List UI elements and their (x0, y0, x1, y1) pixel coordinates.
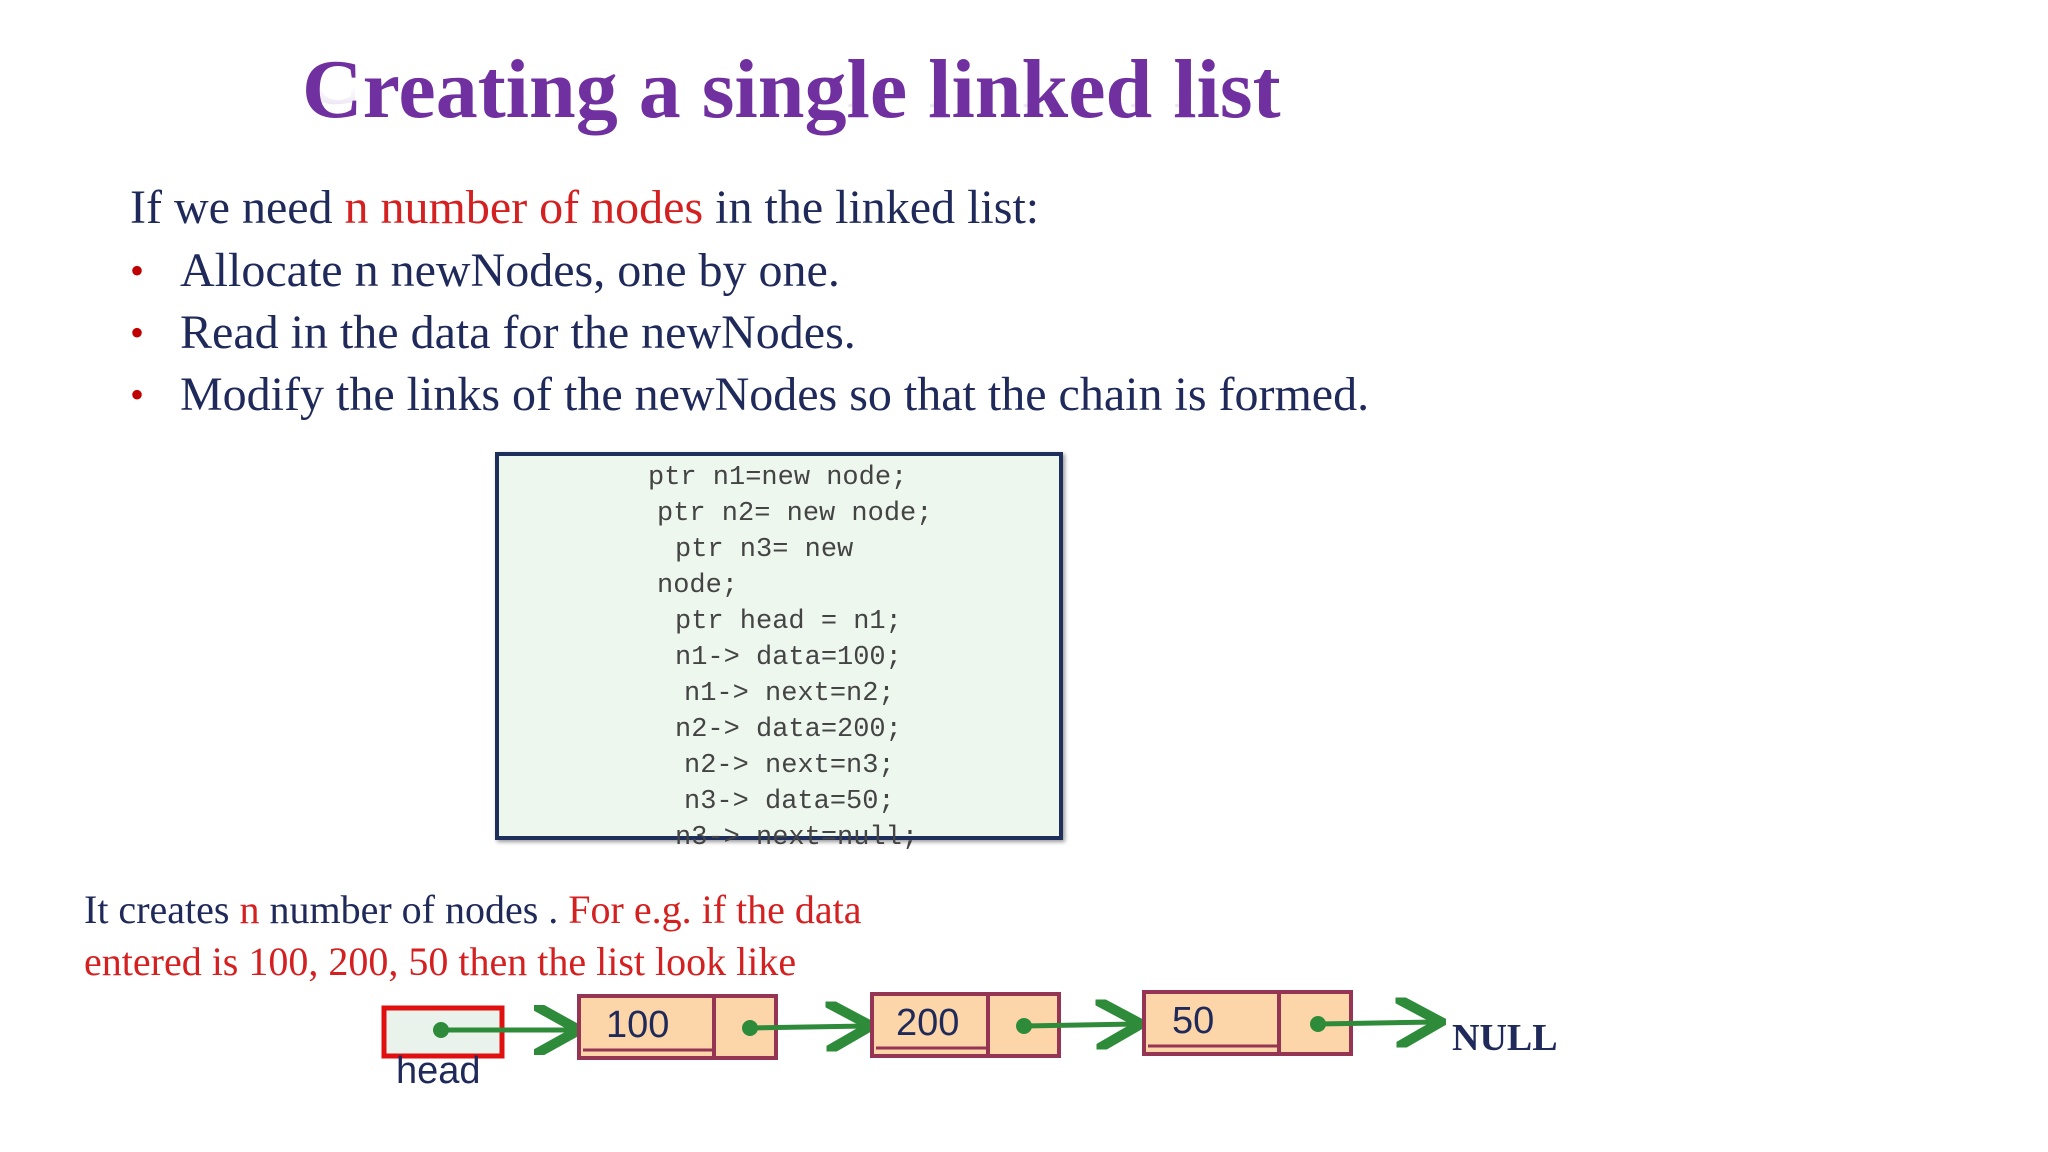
bullet-dot-icon: • (130, 248, 145, 293)
next-arrow (1023, 1024, 1136, 1026)
next-arrow (749, 1026, 866, 1028)
intro-prefix: If we need (130, 181, 345, 234)
bullet-item: • Allocate n newNodes, one by one. (130, 240, 1369, 302)
example-line-1: It creates n number of nodes . For e.g. … (84, 884, 862, 936)
pointer-dot-icon (1016, 1018, 1032, 1034)
code-box (495, 452, 1063, 840)
example-line-2: entered is 100, 200, 50 then the list lo… (84, 939, 797, 984)
intro-highlight: n number of nodes (344, 181, 704, 234)
code-line: n3-> next=null; (675, 823, 919, 853)
code-line: ptr n3= new (675, 535, 854, 565)
example-part-highlight: n (239, 887, 260, 932)
page-title: Creating a single linked list (302, 43, 1281, 136)
null-arrow (1317, 1022, 1436, 1024)
head-label: head (396, 1050, 481, 1092)
bullet-dot-icon: • (130, 372, 145, 417)
example-part: It creates (84, 887, 240, 932)
example-text: It creates n number of nodes . For e.g. … (84, 884, 862, 988)
bullet-item: • Modify the links of the newNodes so th… (130, 364, 1369, 426)
code-line: ptr head = n1; (675, 607, 902, 637)
node-value-50: 50 (1172, 1000, 1215, 1042)
code-line: n1-> data=100; (675, 643, 902, 673)
code-line: n2-> data=200; (675, 715, 902, 745)
node-value-100: 100 (606, 1004, 670, 1046)
code-line: ptr n2= new node; (657, 499, 933, 529)
example-part: number of nodes . (259, 887, 569, 932)
bullet-text: Modify the links of the newNodes so that… (180, 368, 1370, 421)
code-line: n1-> next=n2; (684, 679, 895, 709)
intro-line: If we need n number of nodes in the link… (130, 178, 1039, 238)
null-label: NULL (1452, 1017, 1558, 1059)
title-area: Creating a single linked list Creating a… (302, 30, 1402, 180)
node-value-200: 200 (896, 1002, 960, 1044)
bullet-dot-icon: • (130, 310, 145, 355)
code-line: n2-> next=n3; (684, 751, 895, 781)
bullet-text: Allocate n newNodes, one by one. (180, 244, 840, 297)
bullet-item: • Read in the data for the newNodes. (130, 302, 1369, 364)
bullet-text: Read in the data for the newNodes. (180, 306, 856, 359)
code-line: node; (657, 571, 739, 601)
code-line: n3-> data=50; (684, 787, 895, 817)
example-part-highlight: For e.g. if the data (568, 887, 862, 932)
node-50 (1142, 990, 1353, 1056)
intro-suffix: in the linked list: (703, 181, 1040, 234)
code-line: ptr n1=new node; (648, 463, 908, 493)
bullet-list: • Allocate n newNodes, one by one. • Rea… (130, 240, 1369, 426)
